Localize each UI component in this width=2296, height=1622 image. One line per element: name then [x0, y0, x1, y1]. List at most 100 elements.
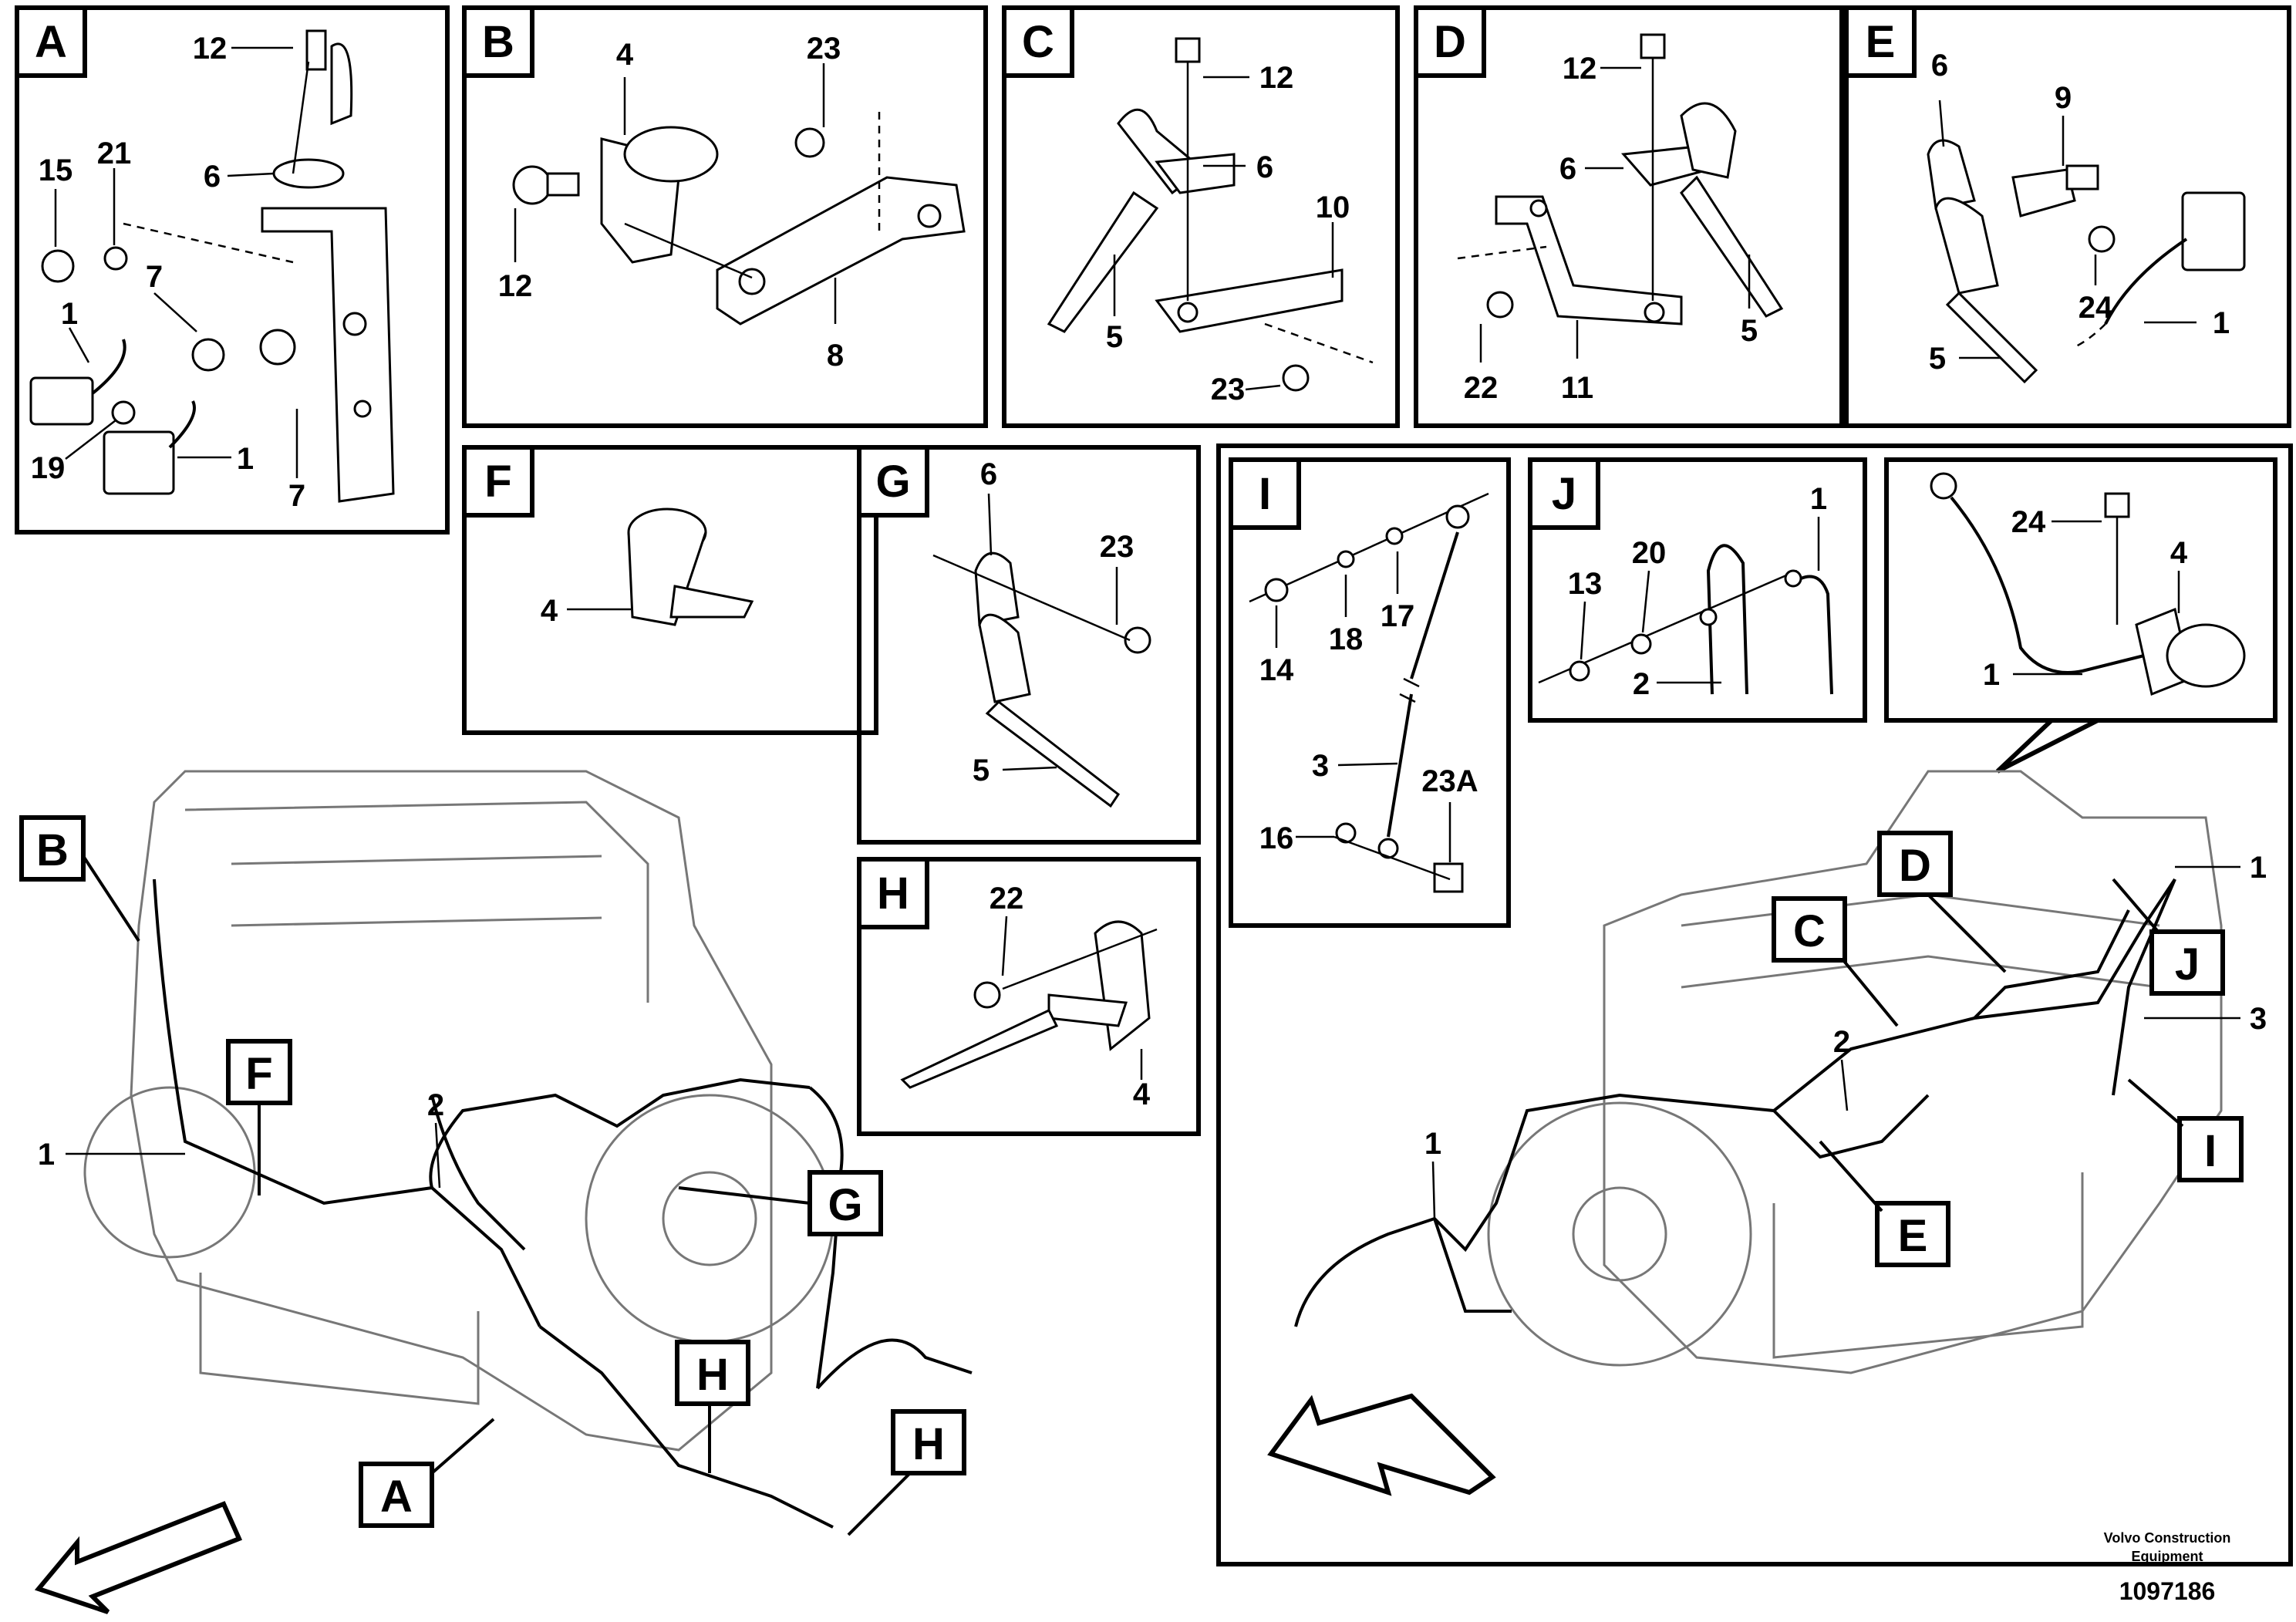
panel-i-callout-3: 3	[1312, 749, 1329, 783]
panel-c-callout-23: 23	[1211, 373, 1246, 406]
panel-b: B 4 23 12 8	[462, 5, 988, 428]
strap-5	[1934, 197, 1999, 295]
panel-b-letter: B	[482, 17, 514, 67]
panel-d-callout-6: 6	[1559, 152, 1576, 186]
bolt-12	[305, 29, 327, 71]
strap-5	[974, 551, 1020, 626]
panel-h-callout-4: 4	[1133, 1077, 1151, 1111]
panel-c-letter: C	[1022, 17, 1054, 67]
cable-1	[1950, 496, 2145, 674]
engine-right-callout-1-left: 1	[1424, 1127, 1441, 1161]
panel-i-callout-18: 18	[1329, 622, 1364, 656]
panel-g: G 6 23 5	[857, 445, 1201, 845]
panel-i-callout-14: 14	[1259, 653, 1294, 687]
panel-a-callout-7-bottom: 7	[288, 479, 305, 513]
panel-f-frame	[462, 445, 878, 735]
panel-j-callout-2: 2	[1633, 667, 1650, 701]
panel-e-callout-6: 6	[1931, 49, 1948, 83]
bolt-22	[973, 981, 1001, 1009]
connector-1-bottom	[103, 430, 175, 495]
panel-b-tag	[462, 5, 534, 78]
panel-d-letter: D	[1434, 17, 1466, 67]
engine-right-ref-e	[1875, 1201, 1950, 1267]
panel-a: A 12 6 15 21 7 1 19 1	[15, 5, 450, 534]
panel-k-callout-1: 1	[1983, 658, 2000, 692]
panel-e-tag	[1844, 5, 1917, 78]
bolt-22	[1486, 291, 1514, 319]
panel-a-callout-7-top: 7	[146, 260, 163, 294]
panel-c-callout-5: 5	[1106, 320, 1123, 354]
panel-d: D 12 6 22 11 5	[1414, 5, 1844, 428]
footer-credit-line-2: Equipment	[2132, 1549, 2203, 1564]
panel-d-callout-22: 22	[1464, 371, 1499, 405]
panel-i: I 14 18 17 3 16 23A	[1229, 457, 1511, 928]
panel-g-callout-23: 23	[1100, 530, 1135, 564]
panel-j-letter: J	[1552, 469, 1576, 519]
panel-k-callout-4: 4	[2170, 536, 2188, 570]
panel-f: F 4	[462, 445, 878, 735]
bolt-12	[1175, 37, 1201, 63]
bolt-23	[1124, 626, 1151, 654]
engine-right-ref-c	[1772, 896, 1847, 963]
engine-right-ref-e-letter: E	[1898, 1211, 1928, 1261]
panel-c: C 12 6 5 10 23	[1002, 5, 1400, 428]
panel-c-callout-6: 6	[1256, 150, 1273, 184]
panel-e: E 6 9 24 5 1	[1844, 5, 2291, 428]
engine-right-ref-j-letter: J	[2175, 939, 2200, 990]
panel-b-callout-12: 12	[498, 269, 533, 303]
bolt-24	[2088, 225, 2116, 253]
bracket-10	[1155, 268, 1344, 333]
panel-b-frame	[462, 5, 988, 428]
panel-a-tag	[15, 5, 87, 78]
panel-j-callout-13: 13	[1568, 567, 1603, 601]
engine-right-callout-2: 2	[1833, 1025, 1850, 1059]
panel-e-callout-24: 24	[2079, 291, 2113, 325]
engine-left-block	[130, 770, 773, 1452]
panel-d-callout-11: 11	[1561, 371, 1593, 405]
panel-j-callout-20: 20	[1632, 536, 1667, 570]
panel-e-callout-5: 5	[1929, 342, 1946, 376]
engine-right-ref-i	[2177, 1116, 2244, 1182]
engine-right-ref-c-letter: C	[1793, 906, 1826, 956]
panel-b-callout-23: 23	[807, 32, 841, 66]
panel-k-frame	[1884, 457, 2277, 723]
clip-4	[1094, 920, 1151, 1051]
panel-i-callout-23a: 23A	[1421, 764, 1478, 798]
footer-credit-line-1: Volvo Construction	[2104, 1530, 2231, 1546]
panel-e-callout-9: 9	[2055, 81, 2072, 115]
engine-left-ref-g-letter: G	[828, 1180, 862, 1230]
panel-i-tag	[1229, 457, 1301, 530]
panel-j-frame	[1528, 457, 1867, 723]
engine-right-flywheel	[1487, 1101, 1752, 1367]
panel-f-tag	[462, 445, 534, 518]
engine-left-callout-2: 2	[427, 1088, 444, 1122]
panel-b-callout-4: 4	[616, 38, 634, 72]
panel-h-frame	[857, 857, 1201, 1136]
panel-i-callout-17: 17	[1381, 599, 1415, 633]
engine-right-callout-1-top: 1	[2250, 851, 2267, 885]
panel-g-frame	[857, 445, 1201, 845]
panel-d-tag	[1414, 5, 1486, 78]
panel-g-letter: G	[875, 457, 910, 507]
bolt-23	[1282, 364, 1310, 392]
panel-j-tag	[1528, 457, 1600, 530]
engine-left-ref-h-2-letter: H	[912, 1419, 945, 1469]
panel-c-callout-10: 10	[1316, 191, 1350, 224]
right-group-frame	[1216, 443, 2293, 1566]
panel-a-callout-6: 6	[204, 160, 221, 194]
engine-left-ref-f-letter: F	[245, 1049, 272, 1099]
engine-left-ref-a	[359, 1462, 434, 1528]
panel-g-callout-5: 5	[973, 754, 990, 787]
engine-left-callout-1: 1	[38, 1138, 55, 1172]
engine-left-ref-f	[226, 1039, 292, 1105]
footer-doc-number: 1097186	[2119, 1577, 2216, 1605]
cable-1	[1800, 575, 1833, 695]
engine-left: B F G A H H 1 2	[19, 770, 973, 1614]
bolt-12	[512, 165, 552, 205]
engine-left-ref-h-1	[675, 1340, 750, 1406]
panel-k-callout-24: 24	[2011, 505, 2046, 539]
panel-d-callout-5: 5	[1741, 314, 1758, 348]
engine-left-ref-h-1-letter: H	[696, 1350, 729, 1400]
panel-e-callout-1: 1	[2213, 306, 2230, 340]
bracket-8	[716, 176, 966, 325]
